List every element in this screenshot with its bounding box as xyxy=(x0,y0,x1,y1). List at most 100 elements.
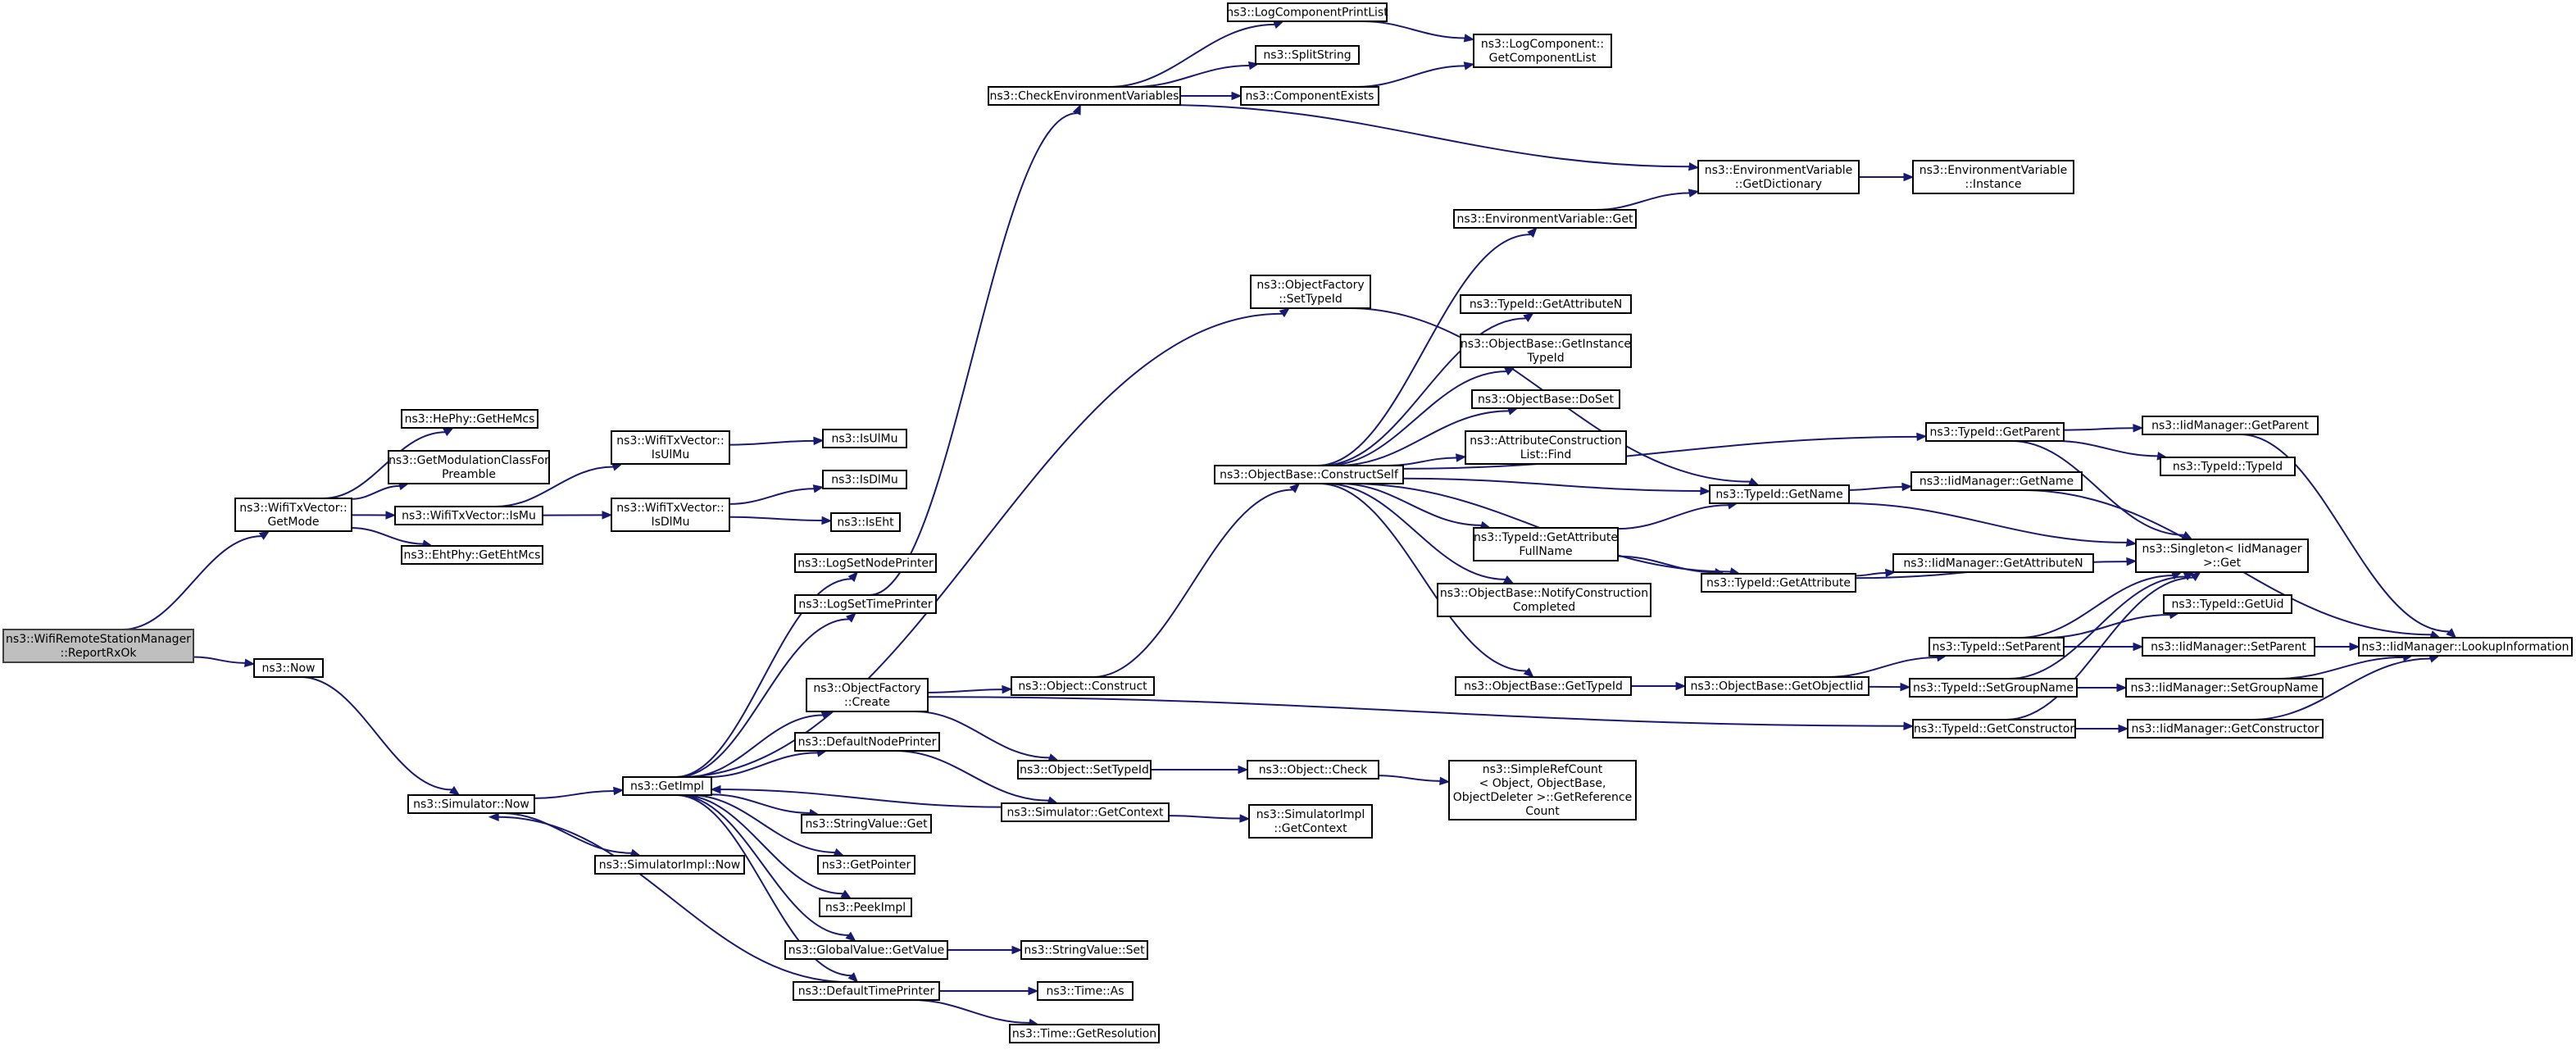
node-iidgetparent[interactable]: ns3::IidManager::GetParent xyxy=(2142,416,2319,435)
call-edge-constructself-to-tidgetname xyxy=(1402,477,1711,496)
node-label-line: ns3::TypeId::GetUid xyxy=(2171,598,2283,611)
node-compexists[interactable]: ns3::ComponentExists xyxy=(1240,86,1379,106)
call-edge-defnode-to-simgetctx xyxy=(895,750,1059,805)
edge-arrowhead xyxy=(1747,477,1760,486)
node-timeas[interactable]: ns3::Time::As xyxy=(1037,981,1134,1001)
node-isdlmu[interactable]: ns3::IsDlMu xyxy=(822,470,907,489)
edge-line xyxy=(729,488,815,505)
call-edge-constructself-to-envget xyxy=(1317,227,1538,466)
node-box xyxy=(988,86,1181,106)
node-simimplctx[interactable]: ns3::SimulatorImpl::GetContext xyxy=(1248,804,1373,839)
node-envgetdict[interactable]: ns3::EnvironmentVariable::GetDictionary xyxy=(1697,160,1860,194)
node-iidgetctor[interactable]: ns3::IidManager::GetConstructor xyxy=(2127,719,2324,739)
node-tidsetgroup[interactable]: ns3::TypeId::SetGroupName xyxy=(1909,678,2078,698)
node-doset[interactable]: ns3::ObjectBase::DoSet xyxy=(1471,389,1620,409)
node-box xyxy=(1709,484,1850,504)
node-split[interactable]: ns3::SplitString xyxy=(1255,45,1360,65)
node-objconstruct[interactable]: ns3::Object::Construct xyxy=(1011,676,1155,696)
node-objfcreate[interactable]: ns3::ObjectFactory::Create xyxy=(806,678,929,712)
node-box xyxy=(1214,465,1404,484)
node-box xyxy=(1460,294,1632,314)
node-isdlmu_v[interactable]: ns3::WifiTxVector::IsDlMu xyxy=(611,498,730,532)
node-getmode[interactable]: ns3::WifiTxVector::GetMode xyxy=(234,498,352,532)
node-iidsetparent[interactable]: ns3::IidManager::SetParent xyxy=(2142,637,2315,657)
node-logcpl[interactable]: ns3::LogComponentPrintList xyxy=(1226,2,1388,22)
node-obgetobjtid[interactable]: ns3::ObjectBase::GetObjectIid xyxy=(1684,676,1870,696)
edge-arrowhead xyxy=(2125,538,2138,548)
node-envget[interactable]: ns3::EnvironmentVariable::Get xyxy=(1453,209,1637,229)
node-root[interactable]: ns3::WifiRemoteStationManager::ReportRxO… xyxy=(2,629,194,663)
edge-line xyxy=(1827,656,1938,678)
node-gvget[interactable]: ns3::GlobalValue::GetValue xyxy=(784,940,948,960)
edge-arrowhead xyxy=(1463,34,1475,43)
node-tidtypeid[interactable]: ns3::TypeId::TypeId xyxy=(2160,457,2296,476)
node-simgetctx[interactable]: ns3::Simulator::GetContext xyxy=(1001,802,1170,822)
node-lognode[interactable]: ns3::LogSetNodePrinter xyxy=(794,553,937,573)
node-box xyxy=(1011,676,1155,696)
node-tidgetname[interactable]: ns3::TypeId::GetName xyxy=(1709,484,1850,504)
edge-line xyxy=(1402,477,1701,492)
node-checkenv[interactable]: ns3::CheckEnvironmentVariables xyxy=(988,86,1181,106)
node-iidlookup[interactable]: ns3::IidManager::LookupInformation xyxy=(2358,637,2573,657)
node-defnode[interactable]: ns3::DefaultNodePrinter xyxy=(794,732,940,752)
node-getimpl[interactable]: ns3::GetImpl xyxy=(622,776,712,796)
node-ismu[interactable]: ns3::WifiTxVector::IsMu xyxy=(394,506,543,525)
node-tidsetparent[interactable]: ns3::TypeId::SetParent xyxy=(1929,637,2065,657)
node-srcgetref[interactable]: ns3::SimpleRefCount< Object, ObjectBase,… xyxy=(1448,760,1637,820)
node-lcgetlist[interactable]: ns3::LogComponent::GetComponentList xyxy=(1473,34,1612,68)
node-box xyxy=(793,981,940,1001)
node-strset[interactable]: ns3::StringValue::Set xyxy=(1020,940,1148,960)
node-label-line: ns3::StringValue::Get xyxy=(805,818,928,831)
node-objsettypeid[interactable]: ns3::Object::SetTypeId xyxy=(1017,760,1152,780)
node-envinst[interactable]: ns3::EnvironmentVariable::Instance xyxy=(1912,160,2074,194)
node-isulmu[interactable]: ns3::IsUlMu xyxy=(822,429,907,448)
node-ehtphy[interactable]: ns3::EhtPhy::GetEhtMcs xyxy=(401,545,543,565)
node-isulmu_v[interactable]: ns3::WifiTxVector::IsUlMu xyxy=(611,430,730,465)
node-timeres[interactable]: ns3::Time::GetResolution xyxy=(1009,1024,1160,1043)
edge-line xyxy=(1317,234,1531,466)
node-getptr[interactable]: ns3::GetPointer xyxy=(817,855,915,875)
node-iseht[interactable]: ns3::IsEht xyxy=(830,512,901,532)
node-box xyxy=(794,732,940,752)
node-box xyxy=(2358,637,2573,657)
node-tidgetctor[interactable]: ns3::TypeId::GetConstructor xyxy=(1912,719,2076,739)
node-label-line: ns3::EnvironmentVariable::Get xyxy=(1457,213,1633,226)
node-objfsettype[interactable]: ns3::ObjectFactory::SetTypeId xyxy=(1250,275,1371,309)
node-deftime[interactable]: ns3::DefaultTimePrinter xyxy=(793,981,940,1001)
edge-line xyxy=(689,794,835,853)
node-simnow[interactable]: ns3::Simulator::Now xyxy=(407,794,535,814)
call-edge-tidgetparent-to-tidtypeid xyxy=(2056,440,2168,461)
node-strget[interactable]: ns3::StringValue::Get xyxy=(801,814,932,834)
node-iidgetname[interactable]: ns3::IidManager::GetName xyxy=(1910,471,2083,491)
edge-line xyxy=(351,484,400,500)
node-tidgetparent[interactable]: ns3::TypeId::GetParent xyxy=(1925,422,2065,442)
node-box xyxy=(1684,676,1870,696)
node-obgettypeid[interactable]: ns3::ObjectBase::GetTypeId xyxy=(1455,676,1632,696)
node-objcheck[interactable]: ns3::Object::Check xyxy=(1247,760,1379,780)
node-notifycc[interactable]: ns3::ObjectBase::NotifyConstructionCompl… xyxy=(1437,583,1651,617)
edge-line xyxy=(927,689,1003,693)
node-singleton[interactable]: ns3::Singleton< IidManager>::Get xyxy=(2135,539,2309,573)
call-edge-tidsetgroup-to-singleton xyxy=(2009,571,2195,680)
node-tidgetuid[interactable]: ns3::TypeId::GetUid xyxy=(2163,594,2292,614)
edge-line xyxy=(1321,317,1526,466)
node-now[interactable]: ns3::Now xyxy=(253,658,324,678)
node-simimplnow[interactable]: ns3::SimulatorImpl::Now xyxy=(594,855,745,875)
node-label-line: ns3::PeekImpl xyxy=(825,902,906,915)
node-constructself[interactable]: ns3::ObjectBase::ConstructSelf xyxy=(1214,465,1404,484)
edge-line xyxy=(1339,483,1482,526)
node-peekimpl[interactable]: ns3::PeekImpl xyxy=(819,898,912,917)
node-tidgetattr[interactable]: ns3::TypeId::GetAttribute xyxy=(1701,573,1856,593)
node-box xyxy=(1465,430,1627,465)
node-iidgetattrn[interactable]: ns3::IidManager::GetAttributeN xyxy=(1892,553,2094,573)
node-logtime[interactable]: ns3::LogSetTimePrinter xyxy=(794,594,937,614)
edge-arrowhead xyxy=(710,784,721,794)
node-label-line: ns3::ObjectFactory xyxy=(813,682,920,695)
node-getattrn[interactable]: ns3::TypeId::GetAttributeN xyxy=(1460,294,1632,314)
node-iidsetgroup[interactable]: ns3::IidManager::SetGroupName xyxy=(2125,678,2324,698)
node-hephy[interactable]: ns3::HePhy::GetHeMcs xyxy=(401,409,538,429)
